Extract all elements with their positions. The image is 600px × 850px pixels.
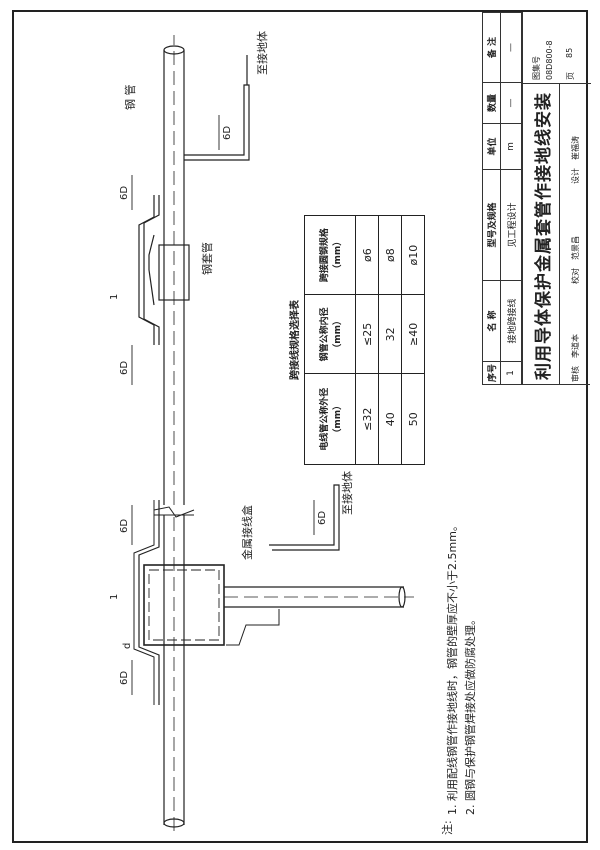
selection-header-3: 跨接圆钢规格（mm） — [304, 215, 356, 295]
selection-row: 50 ≥40 ø10 — [401, 215, 425, 465]
cell: ø10 — [401, 215, 425, 295]
material-table: 序号 名 称 型号及规格 单位 数量 备 注 1 接地跨接线 见工程设计 m —… — [482, 12, 522, 385]
selection-row: ≤32 ≤25 ø6 — [355, 215, 379, 465]
review-label: 审核 — [571, 366, 580, 382]
drawing-frame: 钢 管 至接地体 至接地体 钢套管 金属接线盒 6D 6D 6D 6D 6D 6… — [12, 10, 592, 845]
note-1: 1. 利用配线钢管作接地线时，钢管的壁厚应不小于2.5mm。 — [446, 520, 459, 815]
cell: 50 — [401, 373, 425, 465]
dim-6d-6: 6D — [317, 510, 328, 525]
dim-d: d — [122, 642, 133, 649]
label-sleeve: 钢套管 — [201, 242, 214, 275]
item-1-callout-b: 1 — [109, 293, 120, 300]
label-junction-box: 金属接线盒 — [241, 505, 254, 560]
design-name: 崔福涛 — [571, 136, 580, 160]
dim-6d-3: 6D — [119, 360, 130, 375]
drawing-title: 利用导体保护金属套管作接地线安装 — [534, 92, 554, 380]
mat-header: 数量 — [482, 82, 501, 124]
cell: 32 — [378, 294, 402, 374]
cell: 接地跨接线 — [500, 280, 522, 362]
note-2: 2. 圆钢与保护钢管焊接处应做防腐处理。 — [464, 614, 477, 815]
label-to-ground-lower: 至接地体 — [341, 471, 354, 515]
cell: ≤25 — [355, 294, 379, 374]
cell: 1 — [500, 361, 522, 385]
dim-6d-5: 6D — [222, 125, 233, 140]
mat-header: 序号 — [482, 361, 501, 385]
selection-table-title: 跨接线规格选择表 — [290, 300, 301, 380]
atlas-label: 图集号 — [532, 56, 541, 80]
dim-6d-2: 6D — [119, 518, 130, 533]
mat-header: 型号及规格 — [482, 169, 501, 281]
cell: ø8 — [378, 215, 402, 295]
atlas-number: 08D800-8 — [545, 40, 554, 80]
review-name: 李道本 — [571, 334, 580, 358]
selection-header-1: 电线管公称外径（mm） — [304, 373, 356, 465]
dim-6d-1: 6D — [119, 670, 130, 685]
rotated-sheet: 钢 管 至接地体 至接地体 钢套管 金属接线盒 6D 6D 6D 6D 6D 6… — [14, 10, 592, 845]
cell: ø6 — [355, 215, 379, 295]
cell: — — [500, 82, 522, 124]
installation-drawing — [131, 35, 414, 831]
atlas-info: 图集号 08D800-8 页 85 — [523, 10, 591, 84]
item-1-callout-a: 1 — [109, 593, 120, 600]
label-to-ground-upper: 至接地体 — [256, 31, 269, 75]
dim-6d-4: 6D — [119, 185, 130, 200]
page-label: 页 — [566, 72, 575, 80]
cell: ≤32 — [355, 373, 379, 465]
check-name: 范景昌 — [571, 236, 580, 260]
cell: m — [500, 123, 522, 170]
mat-header: 备 注 — [482, 12, 501, 83]
selection-row: 40 32 ø8 — [378, 215, 402, 465]
mat-header: 单位 — [482, 123, 501, 170]
title-block: 利用导体保护金属套管作接地线安装 审核 李道本 校对 范景昌 设计 崔福涛 图集… — [522, 10, 592, 385]
cell: 见工程设计 — [500, 169, 522, 281]
design-label: 设计 — [571, 168, 580, 184]
cell: ≥40 — [401, 294, 425, 374]
check-label: 校对 — [571, 268, 580, 284]
selection-header-2: 钢管公称内径（mm） — [304, 294, 356, 374]
cell: 40 — [378, 373, 402, 465]
page-number: 85 — [565, 47, 574, 58]
material-row: 1 接地跨接线 见工程设计 m — — — [500, 12, 522, 385]
notes-heading: 注: — [441, 820, 454, 835]
label-steel-pipe: 钢 管 — [124, 84, 137, 111]
signature-row: 审核 李道本 校对 范景昌 设计 崔福涛 — [559, 84, 592, 384]
cell: — — [500, 12, 522, 83]
mat-header: 名 称 — [482, 280, 501, 362]
selection-table: 电线管公称外径（mm） 钢管公称内径（mm） 跨接圆钢规格（mm） ≤32 ≤2… — [304, 215, 425, 465]
